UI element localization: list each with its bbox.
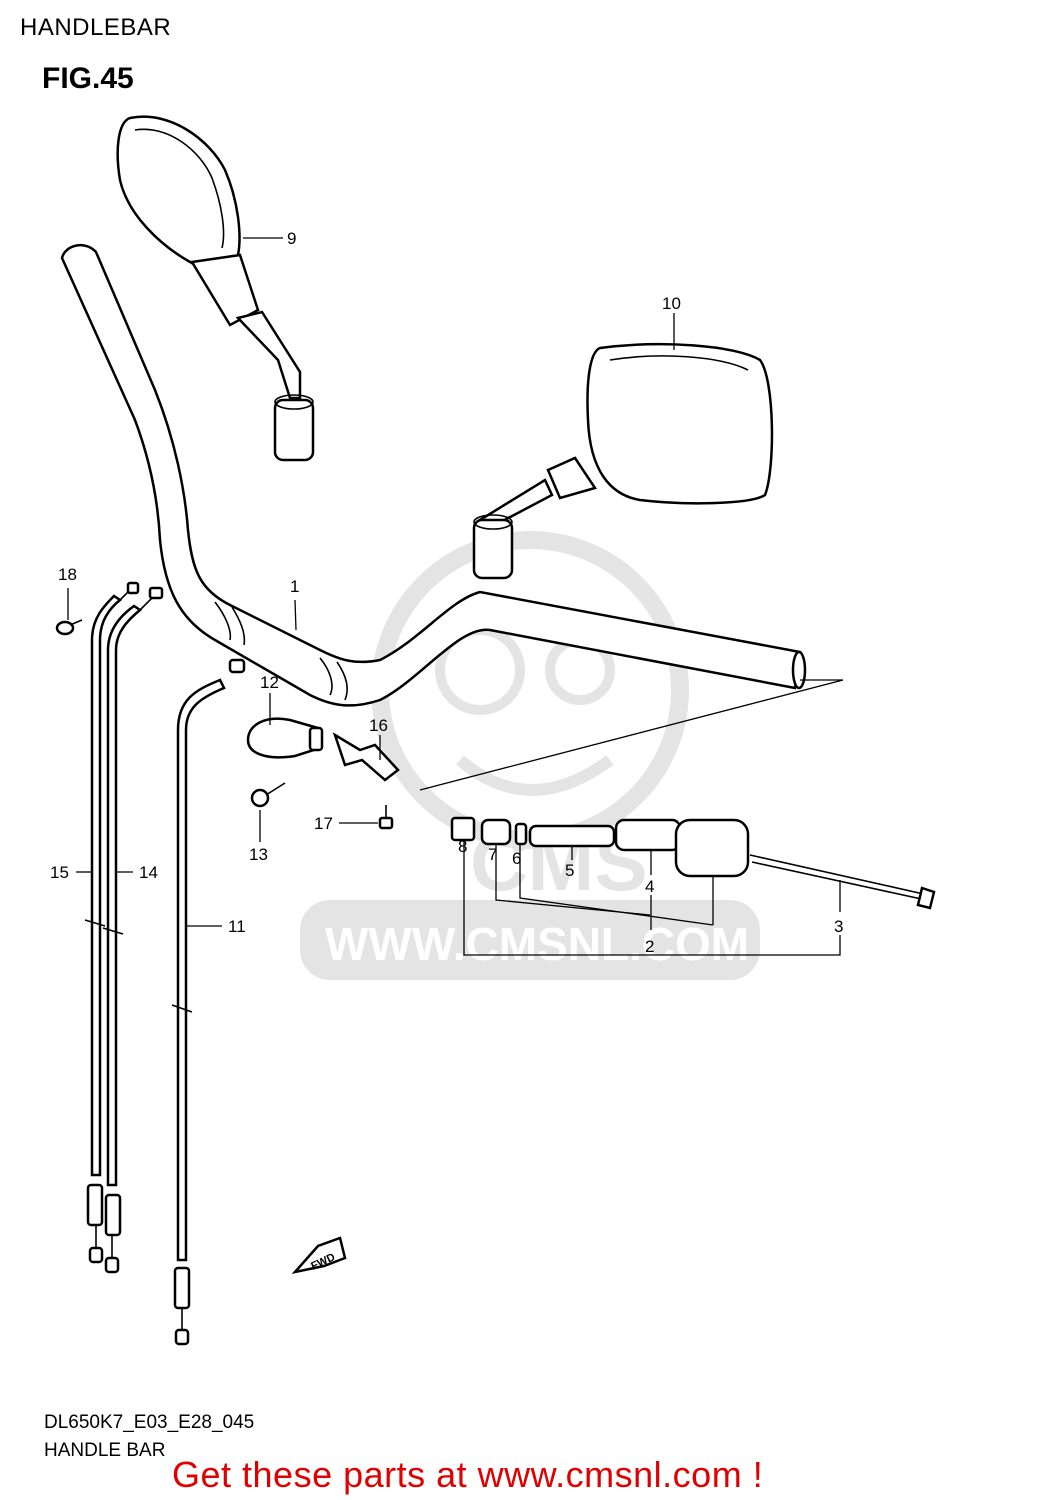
callout-16: 16 — [369, 716, 388, 735]
callout-4: 4 — [645, 877, 654, 896]
header-title: HANDLEBAR — [20, 14, 172, 41]
figure-number: FIG.45 — [42, 62, 134, 95]
leader-lines — [67, 237, 841, 956]
callout-14: 14 — [139, 863, 158, 882]
screw-18 — [55, 619, 83, 636]
callout-1: 1 — [290, 577, 299, 596]
grip-assembly — [450, 816, 936, 910]
diagram-code: DL650K7_E03_E28_045 — [44, 1412, 255, 1433]
promo-link[interactable]: Get these parts at www.cmsnl.com ! — [172, 1454, 764, 1495]
callout-3: 3 — [834, 917, 843, 936]
watermark-url: WWW.CMSNL.COM — [325, 918, 749, 970]
bolt-13 — [250, 782, 286, 808]
callout-13: 13 — [249, 845, 268, 864]
callout-10: 10 — [662, 294, 681, 313]
forward-arrow: FWD — [291, 1236, 347, 1274]
callout-9: 9 — [287, 229, 296, 248]
diagram-caption: HANDLE BAR — [44, 1440, 166, 1461]
callout-labels: 1 2 3 4 5 6 7 8 9 10 11 12 13 14 15 16 1… — [50, 229, 843, 956]
callout-17: 17 — [314, 814, 333, 833]
callout-11: 11 — [228, 917, 246, 936]
callout-18: 18 — [58, 565, 77, 584]
handlebar — [60, 243, 807, 707]
screw-17 — [378, 805, 394, 830]
callout-12: 12 — [260, 673, 279, 692]
clamp-16 — [332, 732, 400, 782]
clutch-cable — [171, 658, 246, 1346]
throttle-cables — [84, 581, 164, 1274]
left-mirror — [116, 115, 315, 462]
cable-holder — [246, 717, 324, 759]
callout-5: 5 — [565, 861, 574, 880]
callout-6: 6 — [512, 849, 521, 868]
callout-8: 8 — [458, 837, 467, 856]
callout-2: 2 — [645, 937, 654, 956]
callout-15: 15 — [50, 863, 69, 882]
right-mirror — [472, 342, 774, 580]
callout-7: 7 — [488, 845, 497, 864]
